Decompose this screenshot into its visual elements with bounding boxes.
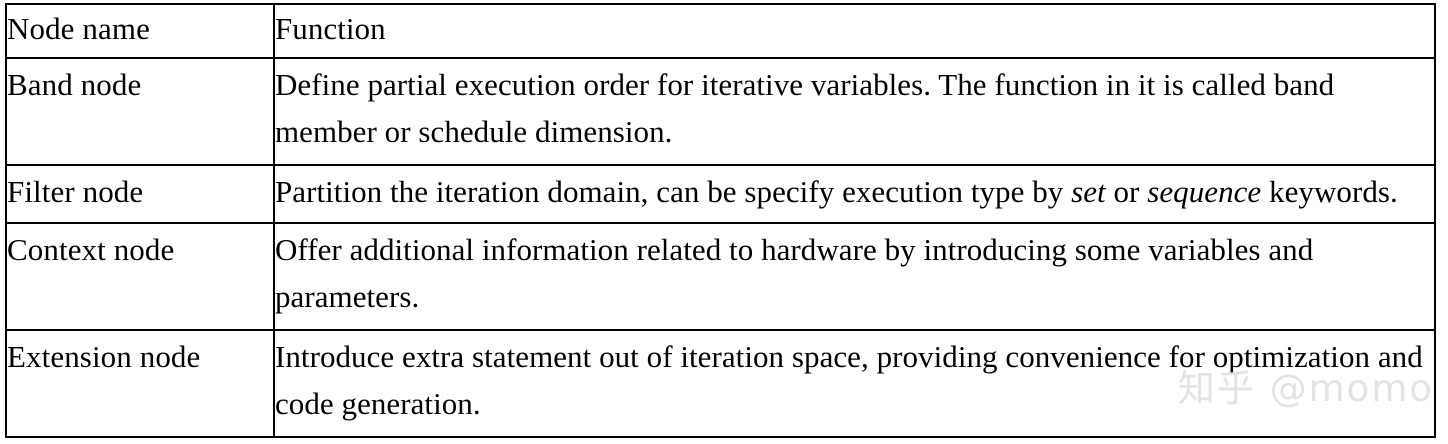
table-header-row: Node name Function bbox=[6, 4, 1435, 59]
table-row: Filter node Partition the iteration doma… bbox=[6, 165, 1435, 224]
row-node-name-filter: Filter node bbox=[6, 165, 275, 224]
table-row: Context node Offer additional informatio… bbox=[6, 222, 1435, 331]
function-text-prefix: Partition the iteration domain, can be s… bbox=[275, 174, 1072, 210]
row-function-band: Define partial execution order for itera… bbox=[274, 58, 1435, 167]
row-function-filter: Partition the iteration domain, can be s… bbox=[274, 165, 1435, 224]
row-node-name-extension: Extension node bbox=[6, 329, 275, 437]
row-node-name-context: Context node bbox=[6, 222, 275, 331]
keyword-sequence: sequence bbox=[1147, 174, 1262, 210]
table-row: Band node Define partial execution order… bbox=[6, 58, 1435, 167]
function-text-middle: or bbox=[1105, 174, 1148, 210]
node-function-table: Node name Function Band node Define part… bbox=[5, 3, 1436, 438]
table-row: Extension node Introduce extra statement… bbox=[6, 329, 1435, 437]
row-node-name-band: Band node bbox=[6, 58, 275, 167]
row-function-context: Offer additional information related to … bbox=[274, 222, 1435, 331]
column-header-function: Function bbox=[274, 4, 1435, 59]
function-text-suffix: keywords. bbox=[1261, 174, 1398, 210]
keyword-set: set bbox=[1071, 174, 1106, 210]
node-function-table-container: Node name Function Band node Define part… bbox=[5, 3, 1436, 438]
row-function-extension: Introduce extra statement out of iterati… bbox=[275, 338, 1423, 421]
column-header-node-name: Node name bbox=[6, 4, 275, 59]
